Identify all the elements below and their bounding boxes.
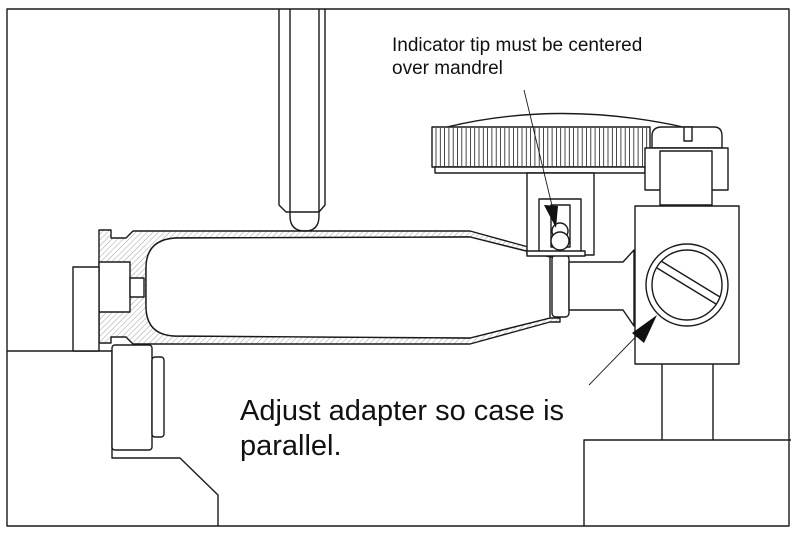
callout-indicator-tip: Indicator tip must be centered over mand…: [392, 35, 643, 79]
adapter-shaft: [568, 249, 635, 327]
adapter-block: [634, 205, 740, 365]
frame-border: [6, 8, 790, 527]
arrow-indicator-tip: [523, 89, 558, 228]
indicator-clamp: [644, 126, 729, 206]
left-jaw-lower: [111, 344, 165, 451]
arrow-adjust-adapter: [588, 315, 657, 386]
right-base-block: [583, 439, 791, 526]
left-jaw-upper: [72, 266, 100, 352]
indicator-stem: [278, 9, 326, 232]
support-post: [661, 364, 714, 440]
callout-adjust-adapter: Adjust adapter so case is parallel.: [240, 395, 565, 462]
mandrel-pin: [551, 254, 570, 318]
cartridge-case: [98, 229, 561, 345]
